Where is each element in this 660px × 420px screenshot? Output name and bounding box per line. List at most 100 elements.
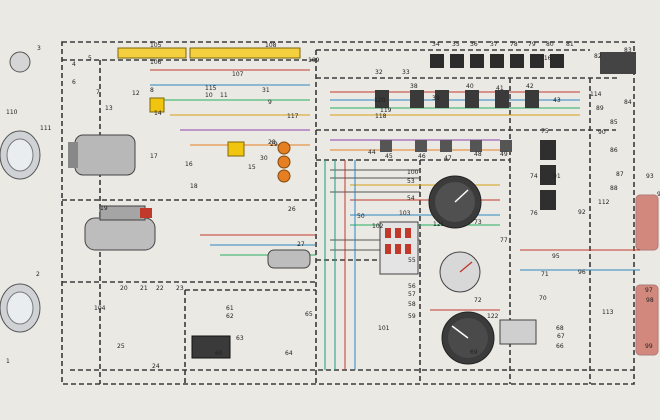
component-number-label: 8: [150, 87, 154, 94]
relay-cluster-orange: [277, 141, 291, 183]
gauge-tachometer: [428, 175, 482, 229]
component-number-label: 10: [205, 92, 213, 99]
fuse-box-center: [379, 221, 419, 275]
component-number-label: 72: [474, 297, 482, 304]
component-number-label: 47: [444, 155, 452, 162]
component-number-label: 79: [528, 41, 536, 48]
component-number-label: 78: [510, 41, 518, 48]
component-number-label: 4: [72, 61, 76, 68]
component-number-label: 64: [285, 350, 293, 357]
component-number-label: 33: [402, 69, 410, 76]
component-number-label: 5: [88, 55, 92, 62]
component-number-label: 24: [152, 363, 160, 370]
component-number-label: 49: [500, 151, 508, 158]
component-number-label: 104: [94, 305, 106, 312]
component-number-label: 73: [474, 219, 482, 226]
component-number-label: 11: [220, 92, 228, 99]
component-number-label: 91: [553, 173, 561, 180]
component-number-label: 101: [378, 325, 390, 332]
component-number-label: 7: [96, 89, 100, 96]
component-number-label: 22: [156, 285, 164, 292]
component-number-label: 82: [594, 53, 602, 60]
component-number-label: 115: [205, 85, 217, 92]
control-unit: [499, 319, 537, 345]
component-number-label: 93: [646, 173, 654, 180]
component-number-label: 37: [490, 41, 498, 48]
component-number-label: 44: [368, 149, 376, 156]
component-number-label: 84: [624, 99, 632, 106]
alternator: [68, 134, 136, 176]
component-number-label: 14: [154, 110, 162, 117]
component-number-label: 88: [610, 185, 618, 192]
component-number-label: 97: [645, 287, 653, 294]
component-number-label: 98: [646, 297, 654, 304]
component-number-label: 6: [72, 79, 76, 86]
component-number-label: 35: [452, 41, 460, 48]
starter-motor: [84, 205, 156, 251]
component-number-label: 3: [37, 45, 41, 52]
component-number-label: 86: [610, 147, 618, 154]
component-number-label: 38: [410, 83, 418, 90]
component-number-label: 68: [556, 325, 564, 332]
component-number-label: 57: [408, 291, 416, 298]
gauge-speedometer: [441, 311, 495, 365]
component-number-label: 58: [408, 301, 416, 308]
component-number-label: 102: [372, 223, 384, 230]
component-number-label: 1: [6, 358, 10, 365]
component-number-label: 114: [590, 91, 602, 98]
component-number-label: 19: [100, 205, 108, 212]
component-number-label: 77: [500, 237, 508, 244]
component-number-label: 111: [40, 125, 52, 132]
component-number-label: 119: [380, 107, 392, 114]
component-number-label: 55: [408, 257, 416, 264]
component-number-label: 107: [232, 71, 244, 78]
component-number-label: 9: [268, 99, 272, 106]
component-yellow: [149, 97, 245, 157]
component-number-label: 112: [598, 199, 610, 206]
component-number-label: 50: [357, 213, 365, 220]
component-number-label: 121: [433, 221, 445, 228]
switch-block-right: [540, 140, 556, 210]
component-number-label: 113: [602, 309, 614, 316]
component-number-label: 96: [578, 269, 586, 276]
headlamp-bottom: [0, 283, 41, 333]
component-number-label: 103: [399, 210, 411, 217]
battery: [191, 335, 231, 359]
component-number-label: 95: [552, 253, 560, 260]
component-number-label: 41: [496, 85, 504, 92]
ignition-coil: [267, 249, 311, 269]
component-number-label: 29: [270, 141, 278, 148]
component-number-label: 66: [556, 343, 564, 350]
component-number-label: 30: [260, 155, 268, 162]
component-number-label: 69: [470, 349, 478, 356]
component-number-label: 16: [185, 161, 193, 168]
component-number-label: 36: [470, 41, 478, 48]
component-number-label: 46: [418, 153, 426, 160]
component-number-label: 2: [36, 271, 40, 278]
component-number-label: 21: [140, 285, 148, 292]
component-number-label: 99: [645, 343, 653, 350]
component-number-label: 74: [530, 173, 538, 180]
component-number-label: 105: [150, 42, 162, 49]
component-number-label: 120: [374, 97, 386, 104]
rear-lamp-top: [635, 194, 659, 251]
component-number-label: 75: [541, 128, 549, 135]
component-number-label: 20: [120, 285, 128, 292]
component-number-label: 32: [375, 69, 383, 76]
component-number-label: 45: [385, 153, 393, 160]
horn: [9, 51, 31, 73]
component-number-label: 71: [541, 271, 549, 278]
component-number-label: 94: [657, 191, 660, 198]
component-number-label: 110: [6, 109, 18, 116]
component-number-label: 17: [150, 153, 158, 160]
component-number-label: 116: [540, 55, 552, 62]
component-number-label: 27: [297, 241, 305, 248]
component-number-label: 90: [598, 129, 606, 136]
component-number-label: 108: [265, 42, 277, 49]
component-number-label: 87: [616, 171, 624, 178]
component-number-label: 81: [566, 41, 574, 48]
relay-row-mid: [375, 90, 539, 108]
component-number-label: 42: [526, 83, 534, 90]
